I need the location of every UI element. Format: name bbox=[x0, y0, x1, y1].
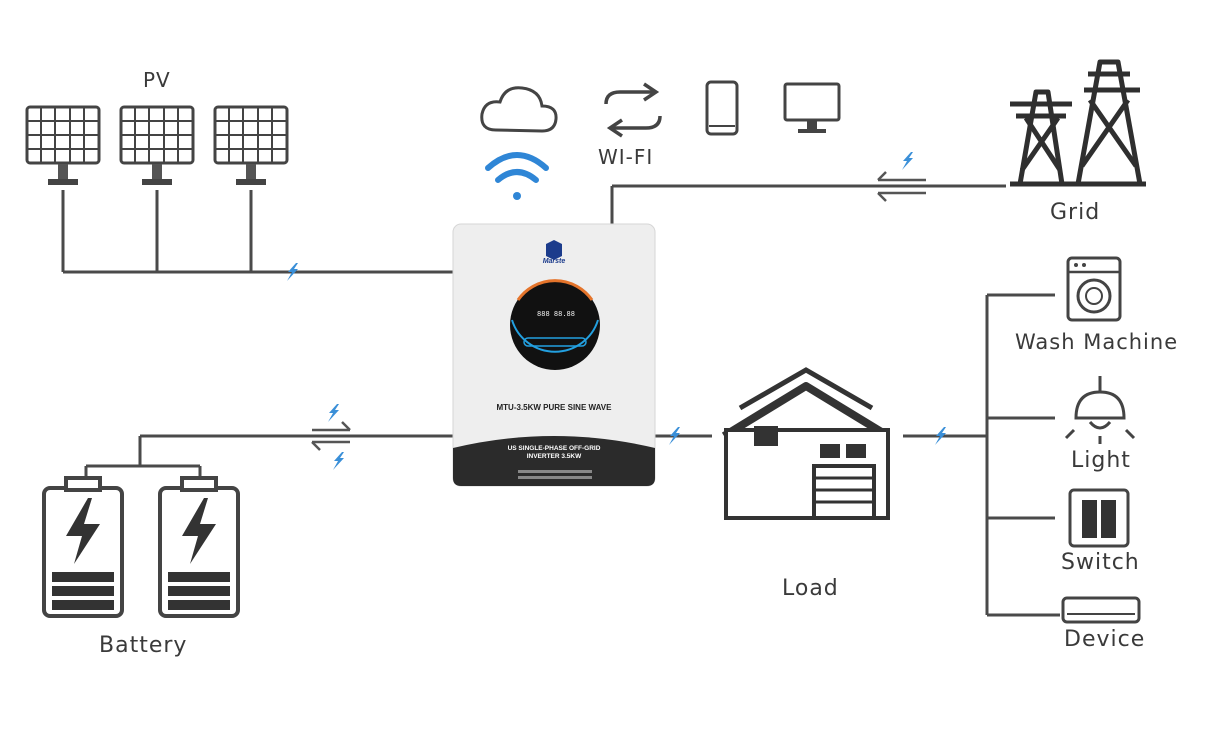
battery-icon bbox=[42, 476, 124, 618]
solar-panel-icon bbox=[25, 105, 101, 187]
switch-label: Switch bbox=[1061, 550, 1140, 575]
grid-label: Grid bbox=[1050, 200, 1101, 225]
monitor-icon bbox=[783, 82, 841, 133]
solar-panel-icon bbox=[213, 105, 289, 187]
inverter-model-title: MTU-3.5KW PURE SINE WAVE bbox=[496, 403, 612, 412]
pv-label: PV bbox=[143, 68, 171, 92]
inverter-screen-readout: 888 88.88 bbox=[537, 310, 575, 318]
wash-machine-label: Wash Machine bbox=[1015, 330, 1179, 354]
inverter-subtitle-line1: US SINGLE-PHASE OFF-GRID bbox=[507, 445, 601, 452]
inverter-brand: Marste bbox=[542, 258, 566, 265]
wifi-label: WI-FI bbox=[598, 145, 654, 169]
inverter-subtitle-line2: INVERTER 3.5KW bbox=[526, 453, 582, 461]
cloud-icon bbox=[480, 86, 558, 133]
battery-label: Battery bbox=[99, 633, 188, 658]
lightning-bolt-icon bbox=[333, 452, 344, 470]
inverter-unit bbox=[452, 223, 656, 487]
device-label: Device bbox=[1064, 627, 1146, 652]
solar-panel-icon bbox=[119, 105, 195, 187]
switch-icon bbox=[1068, 488, 1130, 548]
sync-arrows-icon bbox=[604, 82, 662, 138]
bidirectional-arrow-icon bbox=[311, 421, 351, 451]
air-conditioner-icon bbox=[1061, 596, 1141, 624]
wifi-signal-icon bbox=[485, 152, 549, 200]
power-tower-icon bbox=[1010, 59, 1146, 187]
load-label: Load bbox=[782, 576, 839, 601]
connection-lines bbox=[61, 184, 1060, 617]
phone-icon bbox=[705, 80, 739, 136]
inverter-subtitle: US SINGLE-PHASE OFF-GRID INVERTER 3.5KW bbox=[455, 445, 653, 461]
washing-machine-icon bbox=[1066, 256, 1122, 322]
lightning-bolt-icon bbox=[328, 404, 339, 422]
battery-icon bbox=[158, 476, 240, 618]
light-label: Light bbox=[1071, 448, 1131, 473]
lightning-bolt-icon bbox=[902, 152, 913, 170]
house-icon bbox=[721, 367, 891, 520]
light-bulb-icon bbox=[1064, 376, 1136, 444]
arrow-left-icon bbox=[877, 171, 926, 202]
